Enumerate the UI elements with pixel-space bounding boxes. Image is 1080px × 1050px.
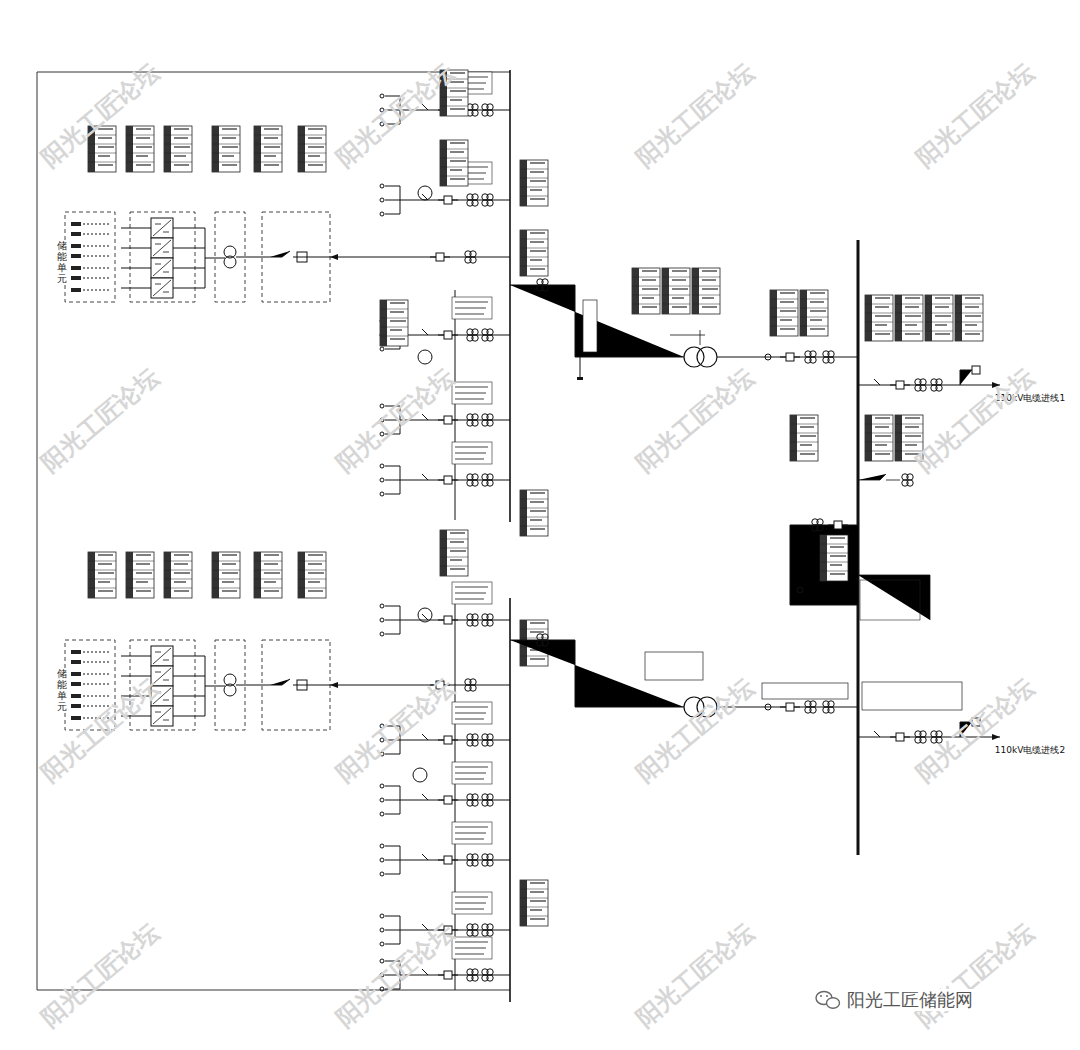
watermark: 阳光工匠论坛 — [631, 363, 760, 478]
brand-label: 阳光工匠储能网 — [846, 989, 974, 1011]
watermark: 阳光工匠论坛 — [631, 673, 760, 788]
watermark: 阳光工匠论坛 — [36, 918, 165, 1033]
watermark: 阳光工匠论坛 — [331, 673, 460, 788]
line-label: 110kV电缆进线2 — [994, 745, 1066, 756]
side-label: 储能单元 — [56, 668, 68, 712]
watermark: 阳光工匠论坛 — [911, 918, 1040, 1033]
side-label: 储能单元 — [56, 240, 68, 284]
watermark: 阳光工匠论坛 — [631, 918, 760, 1033]
watermark: 阳光工匠论坛 — [911, 363, 1040, 478]
wechat-icon — [816, 992, 840, 1009]
watermark: 阳光工匠论坛 — [911, 673, 1040, 788]
watermark: 阳光工匠论坛 — [631, 58, 760, 173]
watermark: 阳光工匠论坛 — [36, 363, 165, 478]
watermark: 阳光工匠论坛 — [911, 58, 1040, 173]
